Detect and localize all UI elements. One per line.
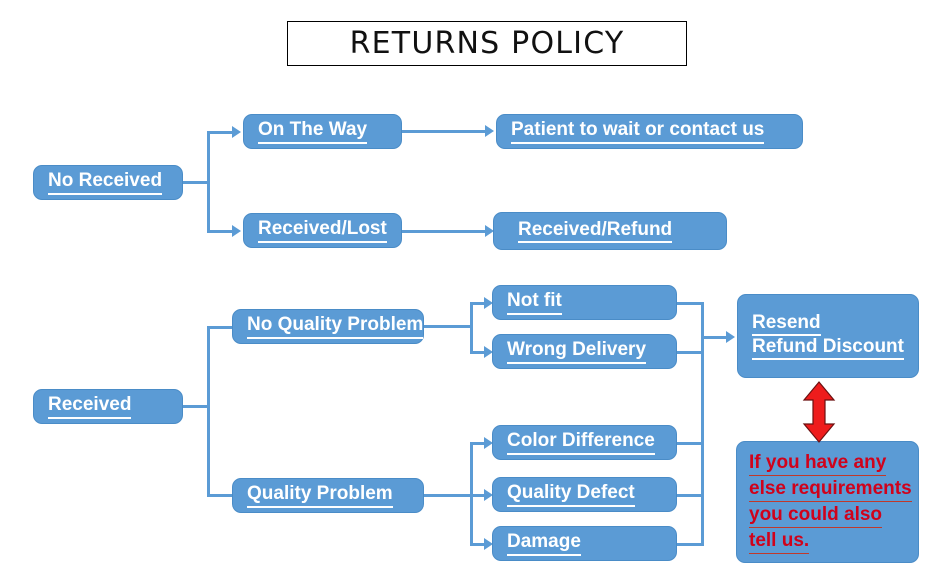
- connector-noreceived-to-receivedlost: [207, 230, 234, 233]
- connector-noquality-to-notfit: [470, 302, 486, 305]
- arrowhead-wrongdelivery: [484, 346, 493, 358]
- connector-quality-stub: [424, 494, 472, 497]
- connector-quality-to-defect: [470, 494, 486, 497]
- note-line-1: If you have any: [749, 450, 887, 477]
- node-received-refund[interactable]: Received/Refund: [493, 212, 727, 250]
- connector-noreceived-stub: [183, 181, 209, 184]
- node-not-fit[interactable]: Not fit: [492, 285, 677, 320]
- arrowhead-patient: [485, 125, 494, 137]
- connector-notfit-merge: [677, 302, 704, 305]
- note-line-2: else requirements: [749, 476, 912, 503]
- connector-receivedlost-to-refund: [402, 230, 487, 233]
- connector-quality-to-damage: [470, 543, 486, 546]
- node-resend-refund-discount[interactable]: Resend Refund Discount: [737, 294, 919, 378]
- note-line-3: you could also: [749, 502, 883, 529]
- page-title-text: RETURNS POLICY: [349, 26, 625, 61]
- node-refund-discount-label: Refund Discount: [752, 336, 904, 361]
- connector-received-to-noquality: [207, 326, 234, 329]
- node-damage-label: Damage: [507, 531, 581, 556]
- arrowhead-receivedlost: [232, 225, 241, 237]
- node-received-label: Received: [48, 394, 132, 419]
- node-resend-label: Resend: [752, 312, 821, 336]
- connector-ontheway-to-patient: [402, 130, 487, 133]
- connector-merge-to-resend: [701, 336, 728, 339]
- node-additional-requirements-note[interactable]: If you have any else requirements you co…: [736, 441, 919, 563]
- connector-noquality-to-wrongdelivery: [470, 351, 486, 354]
- connector-damage-merge: [677, 543, 704, 546]
- arrowhead-ontheway: [232, 126, 241, 138]
- arrowhead-damage: [484, 538, 493, 550]
- node-color-difference[interactable]: Color Difference: [492, 425, 677, 460]
- node-no-quality-problem-label: No Quality Problem: [247, 314, 424, 339]
- connector-color-merge: [677, 442, 704, 445]
- node-no-received[interactable]: No Received: [33, 165, 183, 200]
- node-no-received-label: No Received: [48, 170, 163, 195]
- arrowhead-color-difference: [484, 437, 493, 449]
- node-wrong-delivery[interactable]: Wrong Delivery: [492, 334, 677, 369]
- arrowhead-notfit: [484, 297, 493, 309]
- red-double-arrow-icon: [802, 381, 836, 443]
- node-received-refund-label: Received/Refund: [518, 219, 673, 244]
- node-quality-problem-label: Quality Problem: [247, 483, 393, 508]
- connector-merge-trunk: [701, 302, 704, 546]
- node-not-fit-label: Not fit: [507, 290, 562, 315]
- arrowhead-received-refund: [485, 225, 494, 237]
- node-wrong-delivery-label: Wrong Delivery: [507, 339, 647, 364]
- connector-wrongdelivery-merge: [677, 351, 704, 354]
- page-title: RETURNS POLICY: [287, 21, 687, 66]
- node-damage[interactable]: Damage: [492, 526, 677, 561]
- node-quality-problem[interactable]: Quality Problem: [232, 478, 424, 513]
- node-received[interactable]: Received: [33, 389, 183, 424]
- node-quality-defect-label: Quality Defect: [507, 482, 635, 507]
- node-on-the-way[interactable]: On The Way: [243, 114, 402, 149]
- connector-received-trunk: [207, 326, 210, 497]
- connector-noquality-trunk: [470, 302, 473, 354]
- note-line-4: tell us.: [749, 528, 810, 555]
- node-quality-defect[interactable]: Quality Defect: [492, 477, 677, 512]
- connector-received-stub: [183, 405, 209, 408]
- node-received-lost-label: Received/Lost: [258, 218, 387, 243]
- node-received-lost[interactable]: Received/Lost: [243, 213, 402, 248]
- node-patient-to-wait[interactable]: Patient to wait or contact us: [496, 114, 803, 149]
- connector-defect-merge: [677, 494, 704, 497]
- connector-received-to-quality: [207, 494, 234, 497]
- connector-noquality-stub: [424, 325, 472, 328]
- connector-quality-to-color: [470, 442, 486, 445]
- node-patient-to-wait-label: Patient to wait or contact us: [511, 119, 765, 144]
- connector-noreceived-trunk: [207, 131, 210, 233]
- node-color-difference-label: Color Difference: [507, 430, 655, 455]
- arrowhead-resend: [726, 331, 735, 343]
- arrowhead-quality-defect: [484, 489, 493, 501]
- node-no-quality-problem[interactable]: No Quality Problem: [232, 309, 424, 344]
- connector-quality-trunk: [470, 442, 473, 544]
- node-on-the-way-label: On The Way: [258, 119, 368, 144]
- connector-noreceived-to-ontheway: [207, 131, 234, 134]
